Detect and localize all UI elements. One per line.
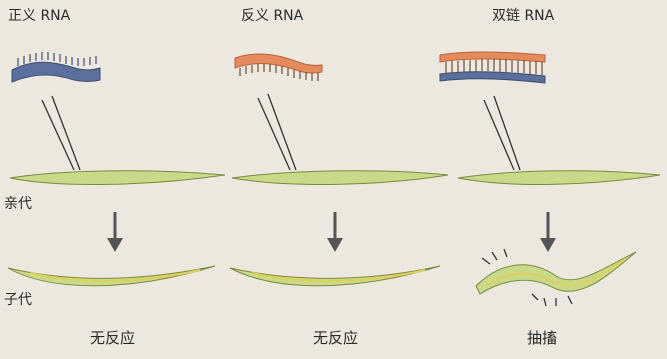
col-title-antisense: 反义 RNA — [241, 5, 303, 25]
injection-needle-1 — [42, 96, 80, 170]
offspring-worm-2 — [230, 266, 440, 286]
parent-worm-2 — [232, 171, 448, 185]
col-title-sense: 正义 RNA — [8, 5, 70, 25]
dsrna-strands — [440, 52, 545, 83]
row-label-offspring: 子代 — [4, 289, 32, 309]
sense-rna-strand — [12, 52, 100, 82]
row-label-parent: 亲代 — [4, 193, 32, 213]
offspring-worm-1 — [8, 266, 215, 286]
offspring-worm-twitching — [476, 252, 636, 294]
result-antisense: 无反应 — [313, 327, 358, 348]
down-arrow-3 — [540, 212, 556, 252]
result-dsrna: 抽搐 — [527, 327, 557, 348]
down-arrow-1 — [107, 212, 123, 252]
down-arrow-2 — [327, 212, 343, 252]
result-sense: 无反应 — [90, 327, 135, 348]
antisense-rna-strand — [235, 54, 322, 81]
injection-needle-2 — [258, 94, 296, 170]
parent-worm-1 — [10, 171, 225, 185]
injection-needle-3 — [484, 96, 520, 170]
col-title-dsrna: 双链 RNA — [492, 5, 554, 25]
parent-worm-3 — [458, 171, 660, 185]
